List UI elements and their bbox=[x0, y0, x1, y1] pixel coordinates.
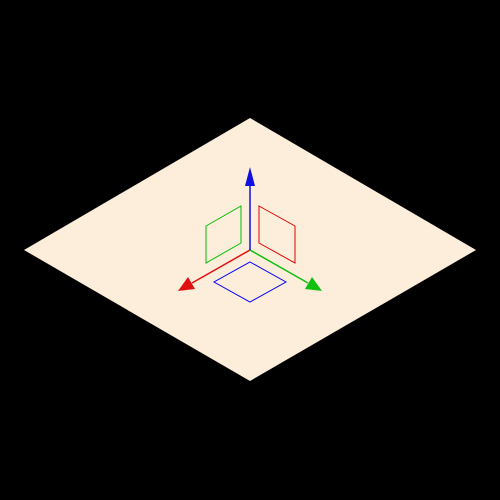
y-axis-line[interactable] bbox=[249, 249, 309, 284]
yz-plane-handle[interactable] bbox=[258, 205, 296, 264]
xy-plane-handle[interactable] bbox=[212, 261, 288, 303]
y-axis-arrow-icon[interactable] bbox=[305, 277, 322, 291]
xz-plane-handle[interactable] bbox=[205, 205, 242, 264]
transform-gizmo[interactable] bbox=[178, 167, 322, 303]
x-axis-line[interactable] bbox=[191, 249, 251, 284]
x-axis-arrow-icon[interactable] bbox=[178, 277, 195, 291]
z-axis-arrow-icon[interactable] bbox=[245, 167, 255, 186]
